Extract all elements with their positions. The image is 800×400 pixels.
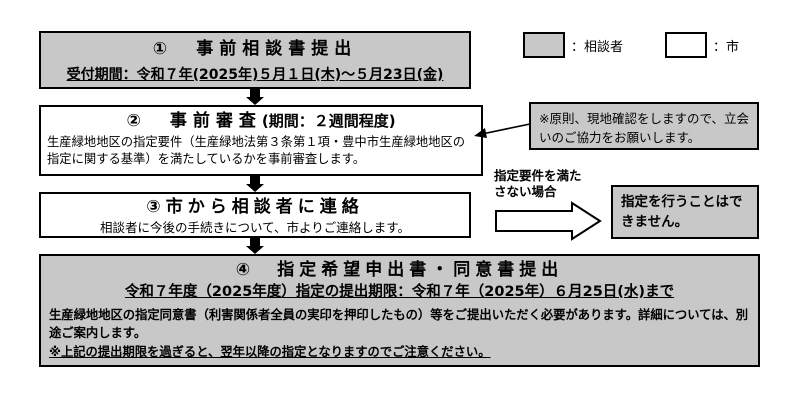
step4-box: ④ 指定希望申出書・同意書提出 令和７年度（2025年度）指定の提出期限：令和７… bbox=[39, 254, 760, 367]
condition-label: 指定要件を満たさない場合 bbox=[494, 168, 582, 199]
reject-box: 指定を行うことはできません。 bbox=[611, 185, 759, 239]
step3-box: ③市から相談者に連絡 相談者に今後の手続きについて、市よりご連絡します。 bbox=[39, 192, 471, 238]
legend-city-label: ：市 bbox=[713, 40, 740, 55]
step2-body: 生産緑地地区の指定要件（生産緑地法第３条第１項・豊中市生産緑地地区の指定に関する… bbox=[47, 135, 466, 166]
step2-title-suffix: (期間：２週間程度) bbox=[261, 112, 396, 130]
condition-arrow bbox=[495, 201, 602, 241]
step3-body: 相談者に今後の手続きについて、市よりご連絡します。 bbox=[99, 220, 410, 235]
step1-box: ① 事前相談書提出 受付期間：令和７年(2025年)５月１日(木)～５月23日(… bbox=[39, 31, 471, 89]
note-text: ※原則、現地確認をしますので、立会いのご協力をお願いします。 bbox=[539, 111, 749, 145]
step4-title: ④ 指定希望申出書・同意書提出 bbox=[235, 260, 564, 280]
step1-period: 受付期間：令和７年(2025年)５月１日(木)～５月23日(金) bbox=[66, 67, 444, 83]
step4-body: 生産緑地地区の指定同意書（利害関係者全員の実印を押印したもの）等をご提出いただく… bbox=[49, 308, 749, 340]
note-pointer-arrow bbox=[474, 123, 531, 138]
note-box: ※原則、現地確認をしますので、立会いのご協力をお願いします。 bbox=[529, 102, 759, 150]
step4-warning: ※上記の提出期限を過ぎると、翌年以降の指定となりますのでご注意ください。 bbox=[49, 345, 491, 359]
step2-box: ② 事前審査(期間：２週間程度) 生産緑地地区の指定要件（生産緑地法第３条第１項… bbox=[39, 105, 483, 176]
step3-title: ③市から相談者に連絡 bbox=[146, 197, 364, 217]
legend-city-swatch bbox=[665, 32, 707, 58]
reject-text: 指定を行うことはできません。 bbox=[621, 194, 743, 230]
step1-title: ① 事前相談書提出 bbox=[152, 39, 358, 59]
legend-consultant-label: ：相談者 bbox=[571, 40, 624, 55]
legend-consultant-swatch bbox=[523, 32, 565, 58]
step4-deadline: 令和７年度（2025年度）指定の提出期限：令和７年（2025年）６月25日(水)… bbox=[124, 284, 675, 300]
step2-title: ② 事前審査 bbox=[126, 111, 262, 131]
